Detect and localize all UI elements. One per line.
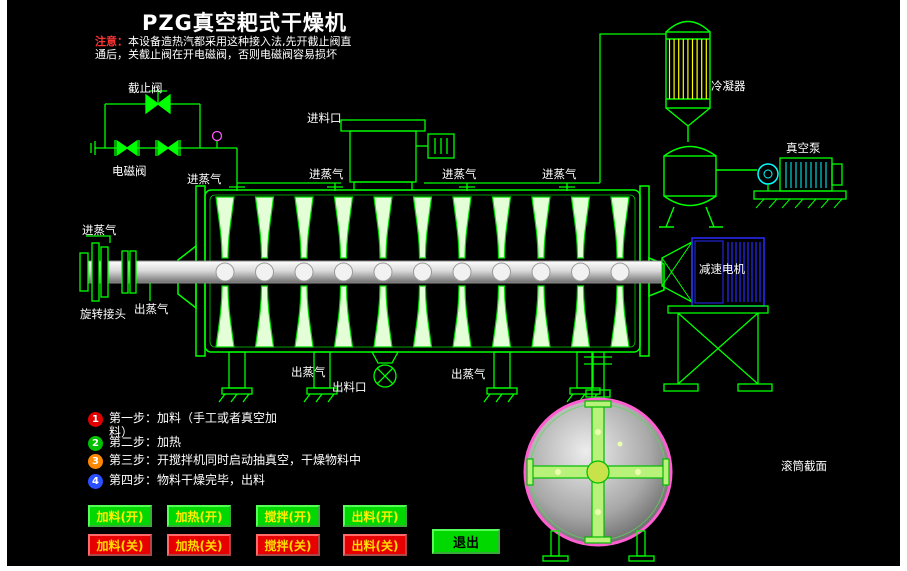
steam-inlet-label-2: 进蒸气	[309, 167, 344, 181]
rotary-joint-label: 旋转接头	[80, 307, 126, 321]
drum-stem	[584, 352, 612, 398]
discharge-valve-icon	[370, 351, 400, 388]
condenser	[659, 20, 757, 228]
step-2-text: 第二步：加热	[109, 435, 182, 449]
feed-hopper	[340, 119, 455, 191]
solenoid-valve-label: 电磁阀	[112, 164, 147, 178]
steam-outlet-label-2: 出蒸气	[291, 365, 326, 379]
heat-on-button[interactable]: 加热(开)	[167, 505, 231, 527]
exit-button[interactable]: 退出	[432, 529, 500, 554]
discharge-off-button[interactable]: 出料(关)	[343, 534, 407, 556]
agitator-blades	[215, 196, 630, 348]
rake-cross	[526, 400, 670, 544]
step-4: 4 第四步：物料干燥完毕，出料	[88, 473, 266, 489]
solenoid-valve-icon	[157, 139, 179, 157]
step-3-badge: 3	[88, 454, 103, 469]
step-3-text: 第三步：开搅拌机同时启动抽真空，干燥物料中	[109, 453, 362, 467]
step-1-text: 第一步：加料（手工或者真空加 料）	[109, 411, 278, 439]
discharge-on-button[interactable]: 出料(开)	[343, 505, 407, 527]
notice-line-2: 通后，关截止阀在开电磁阀，否则电磁阀容易损坏	[95, 48, 337, 61]
steam-outlet-label-1: 出蒸气	[134, 302, 169, 316]
feed-off-button[interactable]: 加料(关)	[88, 534, 152, 556]
drum-section-label: 滚筒截面	[781, 459, 827, 473]
step-2: 2 第二步：加热	[88, 435, 182, 451]
step-3: 3 第三步：开搅拌机同时启动抽真空，干燥物料中	[88, 453, 362, 469]
stir-off-button[interactable]: 搅拌(关)	[256, 534, 320, 556]
gauge-icon	[211, 130, 223, 142]
notice-line-1: 注意：本设备造热汽都采用这种接入法,先开截止阀直	[95, 33, 352, 49]
vessel-legs	[218, 351, 601, 403]
feed-inlet-label: 进料口	[307, 111, 342, 125]
steam-outlet-label-3: 出蒸气	[451, 367, 486, 381]
solenoid-valve-icon	[116, 139, 138, 157]
steam-inlet-label-1: 进蒸气	[187, 172, 222, 186]
page-title: PZG真空耙式干燥机	[142, 11, 347, 35]
motor-fins	[727, 242, 761, 302]
rotary-joint	[79, 235, 151, 302]
step-4-text: 第四步：物料干燥完毕，出料	[109, 473, 266, 487]
discharge-outlet-label: 出料口	[332, 380, 367, 394]
step-1: 1 第一步：加料（手工或者真空加 料）	[88, 411, 278, 440]
vacuum-pump-label: 真空泵	[786, 141, 821, 155]
gear-motor	[661, 237, 773, 392]
motor-stand	[663, 305, 773, 392]
drum-cross-section	[523, 397, 673, 562]
step-2-badge: 2	[88, 436, 103, 451]
notice-label: 注意：	[95, 35, 128, 48]
notice-text-1: 本设备造热汽都采用这种接入法,先开截止阀直	[128, 35, 352, 48]
pump-stripes	[785, 162, 827, 188]
condenser-tubes	[668, 39, 707, 99]
stop-valve-label: 截止阀	[128, 81, 163, 95]
steam-inlet-label-4: 进蒸气	[542, 167, 577, 181]
drum-legs	[542, 530, 655, 562]
feed-on-button[interactable]: 加料(开)	[88, 505, 152, 527]
rake-nozzles	[555, 429, 641, 515]
steam-inlet-label-5: 进蒸气	[82, 223, 117, 237]
steam-inlet-label-3: 进蒸气	[442, 167, 477, 181]
gear-motor-label: 减速电机	[699, 262, 745, 276]
pump-base-hatch	[755, 198, 843, 209]
condenser-label: 冷凝器	[711, 79, 746, 93]
steam-inlet-piping	[90, 90, 238, 183]
step-1-badge: 1	[88, 412, 103, 427]
heat-off-button[interactable]: 加热(关)	[167, 534, 231, 556]
step-4-badge: 4	[88, 474, 103, 489]
vacuum-pump-unit	[753, 157, 847, 209]
stir-on-button[interactable]: 搅拌(开)	[256, 505, 320, 527]
